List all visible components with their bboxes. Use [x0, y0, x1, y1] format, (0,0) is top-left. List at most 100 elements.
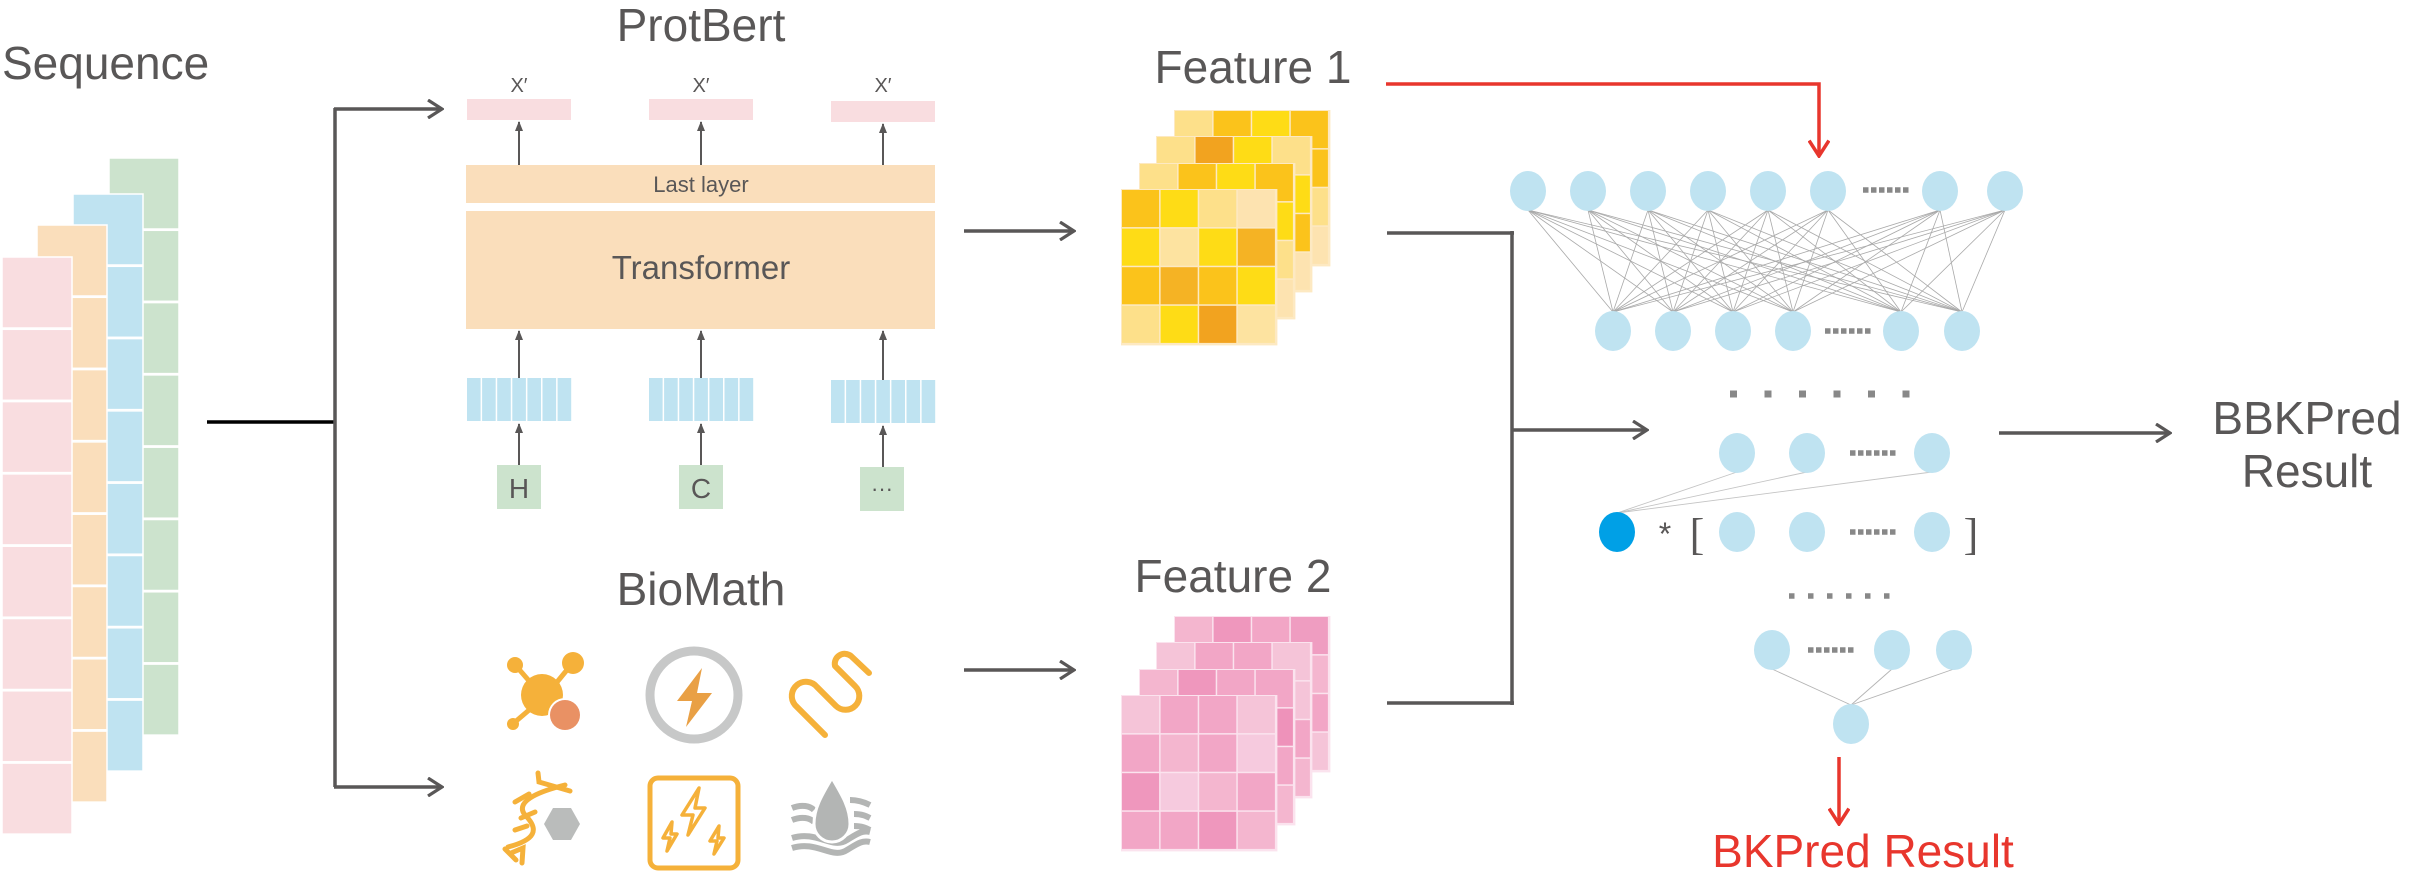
- ellipsis-dot: [1890, 529, 1896, 535]
- feature1-map: [1121, 110, 1331, 346]
- ellipsis-dot: [1890, 450, 1896, 456]
- weight-multiply-symbol: *: [1659, 516, 1671, 552]
- feature-cell: [1160, 190, 1198, 228]
- network-edge: [1850, 668, 1955, 706]
- feature-cell: [1237, 773, 1275, 811]
- biomath-icons: [502, 646, 872, 871]
- layer-ellipsis-dot: [1902, 390, 1910, 398]
- feature-cell: [1199, 734, 1237, 772]
- embedding-bar: [724, 378, 739, 421]
- ellipsis-dot: [1866, 450, 1872, 456]
- network-edge: [1616, 471, 1738, 514]
- merge-routing: [1386, 82, 1819, 705]
- network-edge: [1587, 209, 1614, 313]
- ellipsis-dot: [1887, 187, 1893, 193]
- token-embeddings: [467, 378, 936, 423]
- network-node-hidden: [1789, 512, 1825, 552]
- layer-ellipsis-dot: [1789, 593, 1795, 599]
- feature-cell: [1160, 734, 1198, 772]
- output-label-2: X′: [692, 75, 709, 97]
- embedding-bar: [679, 378, 693, 421]
- embedding-bar: [891, 380, 905, 423]
- feature-cell: [1160, 267, 1198, 305]
- network-edge: [1527, 209, 1614, 313]
- feature2-label: Feature 2: [1135, 550, 1332, 602]
- token-label-3: ···: [871, 476, 893, 501]
- feature-cell: [1199, 267, 1237, 305]
- network-node-input: [1750, 171, 1786, 211]
- sequence-cell-pink: [1, 400, 73, 474]
- embedding-bar: [921, 380, 936, 423]
- open-bracket: [: [1690, 510, 1705, 559]
- layer-ellipsis-dot: [1799, 390, 1806, 398]
- token-label-2: C: [691, 473, 711, 504]
- network-node-hidden: [1914, 512, 1950, 552]
- ellipsis-dot: [1850, 529, 1856, 535]
- network-edge: [1672, 209, 2006, 313]
- output-embedding-3: [831, 101, 935, 122]
- ellipsis-dot: [1903, 187, 1909, 193]
- network-node-hidden: [1874, 630, 1910, 670]
- network-node-hidden: [1936, 630, 1972, 670]
- feature-cell: [1237, 696, 1275, 734]
- feature-cell: [1122, 734, 1160, 772]
- ellipsis-dot: [1874, 529, 1880, 535]
- token-label-1: H: [509, 473, 529, 504]
- network-edge: [1900, 209, 1941, 313]
- network-edge: [1792, 209, 1941, 313]
- feature-cell: [1237, 267, 1275, 305]
- network-node-hidden: [1789, 433, 1825, 473]
- network-edge: [1616, 471, 1808, 514]
- feature1-label: Feature 1: [1155, 41, 1352, 93]
- layer-ellipsis-dot: [1884, 593, 1890, 599]
- network-edge: [1707, 209, 1902, 313]
- embedding-bar: [831, 380, 845, 423]
- bbkpred-result-label-line2: Result: [2242, 445, 2373, 497]
- output-label-1: X′: [510, 75, 527, 97]
- layer-ellipsis-dot: [1865, 593, 1871, 599]
- embedding-bar: [694, 378, 708, 421]
- network-node-input: [1810, 171, 1846, 211]
- feature2-map: [1121, 616, 1331, 852]
- feature-cell: [1122, 696, 1160, 734]
- token-box-1: [497, 465, 541, 509]
- network-edge: [1647, 209, 1902, 313]
- network-edge: [1587, 209, 1902, 313]
- bbkpred-result-label-line1: BBKPred: [2212, 392, 2401, 444]
- layer-ellipsis-dot: [1764, 390, 1772, 398]
- network-node-input: [1510, 171, 1546, 211]
- network-edge: [1827, 209, 1963, 313]
- ellipsis-dot: [1850, 450, 1856, 456]
- network-edge: [1732, 209, 1941, 313]
- network-node-hidden: [1914, 433, 1950, 473]
- bkpred-result-label: BKPred Result: [1712, 825, 2014, 877]
- feature-cell: [1237, 305, 1275, 343]
- feature-cell: [1199, 696, 1237, 734]
- network-edge: [1767, 209, 1963, 313]
- embedding-bar: [557, 378, 572, 421]
- network-edge: [1961, 209, 2006, 313]
- embedding-bar: [527, 378, 541, 421]
- network-node-input: [1922, 171, 1958, 211]
- transformer-box: [466, 211, 935, 329]
- sequence-cell-pink: [1, 762, 73, 835]
- dna-helix-icon: [502, 770, 580, 866]
- output-embedding-1: [467, 99, 571, 120]
- token-box-3: [860, 467, 904, 511]
- ellipsis-dot: [1882, 529, 1888, 535]
- network-edge: [1850, 668, 1893, 706]
- embedding-bar: [709, 378, 723, 421]
- layer-ellipsis-dot: [1808, 593, 1814, 599]
- ellipsis-dot: [1848, 647, 1854, 653]
- network-node-hidden: [1883, 311, 1919, 351]
- network-node-input: [1690, 171, 1726, 211]
- feature-cell: [1199, 190, 1237, 228]
- feature-cell: [1237, 734, 1275, 772]
- network-edge: [1792, 209, 2006, 313]
- close-bracket: ]: [1964, 510, 1979, 559]
- sequence-cell-pink: [1, 545, 73, 618]
- network-edge: [1900, 209, 2006, 313]
- network-edge: [1672, 209, 1829, 313]
- network-edge: [1939, 209, 1963, 313]
- feature-cell: [1237, 190, 1275, 228]
